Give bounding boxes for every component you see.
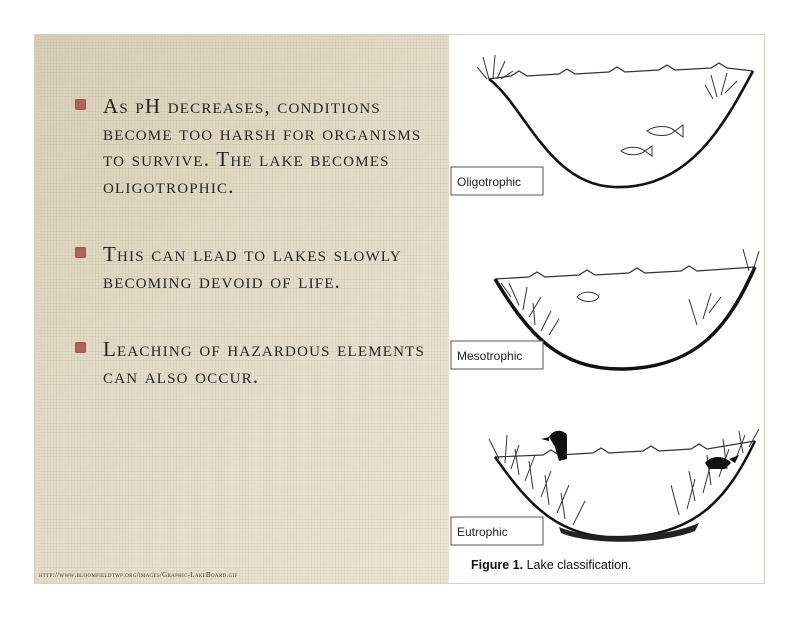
oligotrophic-label: Oligotrophic xyxy=(457,175,521,189)
sediment-layer xyxy=(559,523,699,542)
mesotrophic-label-box xyxy=(450,340,544,370)
fish-icon xyxy=(576,291,600,302)
bullet-text: This can lead to lakes slowly becoming d… xyxy=(103,242,402,293)
figure-caption-text: Lake classification. xyxy=(523,558,631,572)
text-panel: As pH decreases, conditions become too h… xyxy=(35,35,449,583)
fish-icon xyxy=(620,124,684,157)
bullet-text: As pH decreases, conditions become too h… xyxy=(103,94,422,198)
bullet-marker xyxy=(75,247,86,258)
bullet-text: Leaching of hazardous elements can also … xyxy=(103,337,426,388)
bullet-list: As pH decreases, conditions become too h… xyxy=(75,93,435,431)
dense-weeds-icon xyxy=(488,428,760,526)
bird-icon xyxy=(541,430,739,469)
reeds-icon xyxy=(500,248,760,336)
oligotrophic-lake: Oligotrophic xyxy=(450,54,755,196)
reeds-icon xyxy=(476,54,738,100)
oligotrophic-label-box xyxy=(450,166,544,196)
eutrophic-label-box xyxy=(450,516,544,546)
bullet-item: Leaching of hazardous elements can also … xyxy=(75,336,435,389)
mesotrophic-label: Mesotrophic xyxy=(457,349,522,363)
bullet-item: This can lead to lakes slowly becoming d… xyxy=(75,241,435,294)
figure-panel: Oligotrophic Mesotrophic xyxy=(449,35,764,583)
bullet-marker xyxy=(75,99,86,110)
eutrophic-label: Eutrophic xyxy=(457,525,508,539)
eutrophic-lake: Eutrophic xyxy=(450,428,760,546)
lake-classification-figure: Oligotrophic Mesotrophic xyxy=(450,54,760,572)
mesotrophic-lake: Mesotrophic xyxy=(450,248,760,371)
source-url: http://www.bloomfieldtwp.org/images/Grap… xyxy=(39,571,238,579)
figure-caption: Figure 1. Lake classification. xyxy=(471,558,631,572)
bullet-item: As pH decreases, conditions become too h… xyxy=(75,93,435,199)
slide: As pH decreases, conditions become too h… xyxy=(34,34,765,584)
figure-caption-bold: Figure 1. xyxy=(471,558,523,572)
bullet-marker xyxy=(75,342,86,353)
